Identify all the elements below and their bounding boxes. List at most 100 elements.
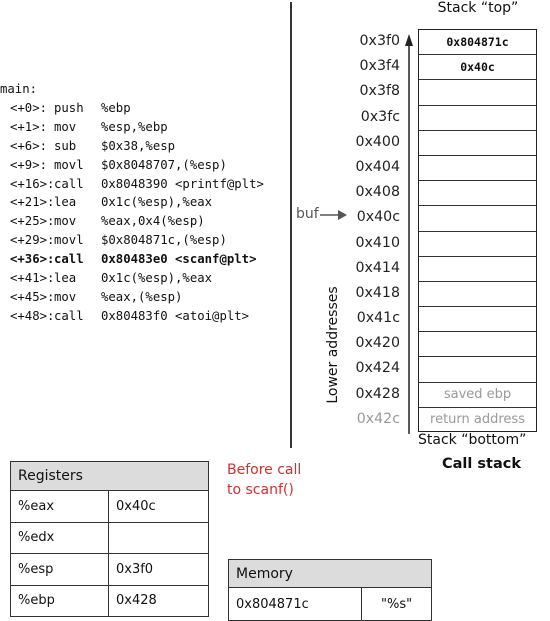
instruction-offset: <+41>:	[10, 271, 55, 286]
stack-cell	[419, 282, 536, 308]
instruction-operands: 0x8048390 <printf@plt>	[101, 176, 264, 191]
register-name: %ebp	[10, 584, 109, 617]
register-name: %edx	[10, 521, 109, 554]
instruction-operands: %eax,(%esp)	[101, 289, 183, 304]
stack-cell	[419, 232, 536, 257]
stack-bottom-label: Stack “bottom”	[418, 432, 527, 448]
stack-address: 0x40c	[356, 209, 400, 226]
stack-address: 0x3fc	[360, 108, 400, 125]
instruction-opcode: mov	[54, 119, 77, 134]
instruction-operands: 0x1c(%esp),%eax	[101, 195, 213, 210]
instruction-operands: $0x804871c,(%esp)	[101, 233, 227, 248]
instruction-offset: <+29>:	[10, 233, 55, 248]
stack-address: 0x418	[355, 284, 400, 301]
stack-cell: 0x40c	[419, 55, 536, 81]
assembly-line: <+1>:mov%esp,%ebp	[0, 118, 264, 137]
instruction-operands: $0x38,%esp	[101, 138, 176, 153]
instruction-operands: %ebp	[101, 100, 131, 115]
register-name: %esp	[10, 553, 109, 586]
instruction-opcode: mov	[54, 214, 77, 229]
stack-address: 0x424	[355, 360, 400, 377]
register-value: 0x40c	[108, 490, 209, 523]
instruction-opcode: call	[54, 252, 84, 267]
stack-address: 0x41c	[356, 310, 400, 327]
stack-address: 0x420	[355, 335, 400, 352]
stack-address: 0x410	[355, 234, 400, 251]
right-arrow-icon	[320, 210, 347, 220]
assembly-line: <+9>: movl $0x8048707,(%esp)	[0, 156, 264, 175]
lower-addresses-label: Lower addresses	[325, 286, 341, 404]
memory-row: 0x804871c"%s"	[227, 587, 432, 621]
instruction-opcode: sub	[54, 138, 77, 153]
stack-cell	[419, 332, 536, 358]
instruction-opcode: mov	[54, 289, 77, 304]
instruction-opcode: push	[54, 100, 84, 115]
instruction-offset: <+1>:	[10, 119, 48, 134]
stack-cell	[419, 357, 536, 383]
assembly-listing: main: <+0>:push%ebp<+1>:mov%esp,%ebp<+6>…	[0, 80, 264, 326]
instruction-offset: <+45>:	[10, 289, 55, 304]
stack-cell	[419, 206, 536, 232]
assembly-line: <+0>: push %ebp	[0, 99, 264, 118]
assembly-line: <+41>:lea 0x1c(%esp),%eax	[0, 269, 264, 288]
register-value: 0x3f0	[108, 553, 209, 586]
function-label: main:	[0, 82, 38, 96]
stack-address: 0x408	[355, 184, 400, 201]
stack-address-column: 0x3f0 0x3f4 0x3f8 0x3fc 0x400 0x404 0x408 0x40c…	[330, 29, 400, 432]
memory-table: Memory 0x804871c"%s"	[227, 559, 432, 621]
stack-cell	[419, 181, 536, 207]
instruction-opcode: lea	[54, 271, 77, 286]
call-stack-caption: Call stack	[442, 456, 521, 472]
assembly-line: <+29>:movl $0x804871c,(%esp)	[0, 231, 264, 250]
stack-cell	[419, 131, 536, 156]
register-row: %edx	[10, 521, 209, 554]
instruction-operands: $0x8048707,(%esp)	[101, 157, 227, 172]
annotation-line-2: to scanf()	[227, 482, 294, 498]
stack-cell: saved ebp	[419, 383, 536, 408]
assembly-line: <+25>:mov%eax,0x4(%esp)	[0, 212, 264, 231]
stack-address: 0x428	[355, 385, 400, 402]
stack-top-label: Stack “top”	[437, 0, 519, 16]
stack-address: 0x3f8	[359, 83, 400, 100]
registers-title: Registers	[10, 461, 209, 491]
instruction-offset: <+48>:	[10, 308, 55, 323]
instruction-opcode: movl	[54, 233, 84, 248]
instruction-operands: 0x1c(%esp),%eax	[101, 271, 213, 286]
register-value	[108, 521, 209, 554]
stack-cell	[419, 80, 536, 106]
stack-cell	[419, 307, 536, 333]
assembly-line: <+45>:mov %eax,(%esp)	[0, 288, 264, 307]
stack-address: 0x404	[355, 158, 400, 175]
instruction-offset: <+16>:	[10, 176, 55, 191]
stack-address: 0x3f4	[359, 58, 400, 75]
before-call-annotation: Before call to scanf()	[227, 460, 301, 500]
instruction-offset: <+25>:	[10, 214, 55, 229]
register-name: %eax	[10, 490, 109, 523]
stack-cell: 0x804871c	[419, 30, 536, 56]
memory-title: Memory	[228, 559, 432, 588]
instruction-offset: <+9>:	[10, 157, 48, 172]
memory-address: 0x804871c	[227, 587, 363, 621]
stack-address: 0x3f0	[359, 33, 400, 49]
stack-cell	[419, 257, 536, 282]
instruction-offset: <+36>:	[10, 252, 55, 267]
instruction-opcode: call	[54, 308, 84, 323]
stack-address: 0x414	[355, 259, 400, 276]
instruction-offset: <+0>:	[10, 100, 48, 115]
assembly-line: <+6>: sub $0x38,%esp	[0, 137, 264, 156]
instruction-operands: 0x80483f0 <atoi@plt>	[101, 308, 250, 323]
annotation-line-1: Before call	[227, 462, 302, 478]
instruction-opcode: movl	[54, 157, 84, 172]
stack-cell	[419, 156, 536, 182]
assembly-lines: <+0>:push%ebp<+1>:mov%esp,%ebp<+6>:sub$0…	[0, 99, 264, 326]
instruction-offset: <+6>:	[10, 138, 48, 153]
stack-address: 0x400	[355, 133, 400, 150]
instruction-offset: <+21>:	[10, 195, 55, 210]
stack-cell	[419, 106, 536, 131]
